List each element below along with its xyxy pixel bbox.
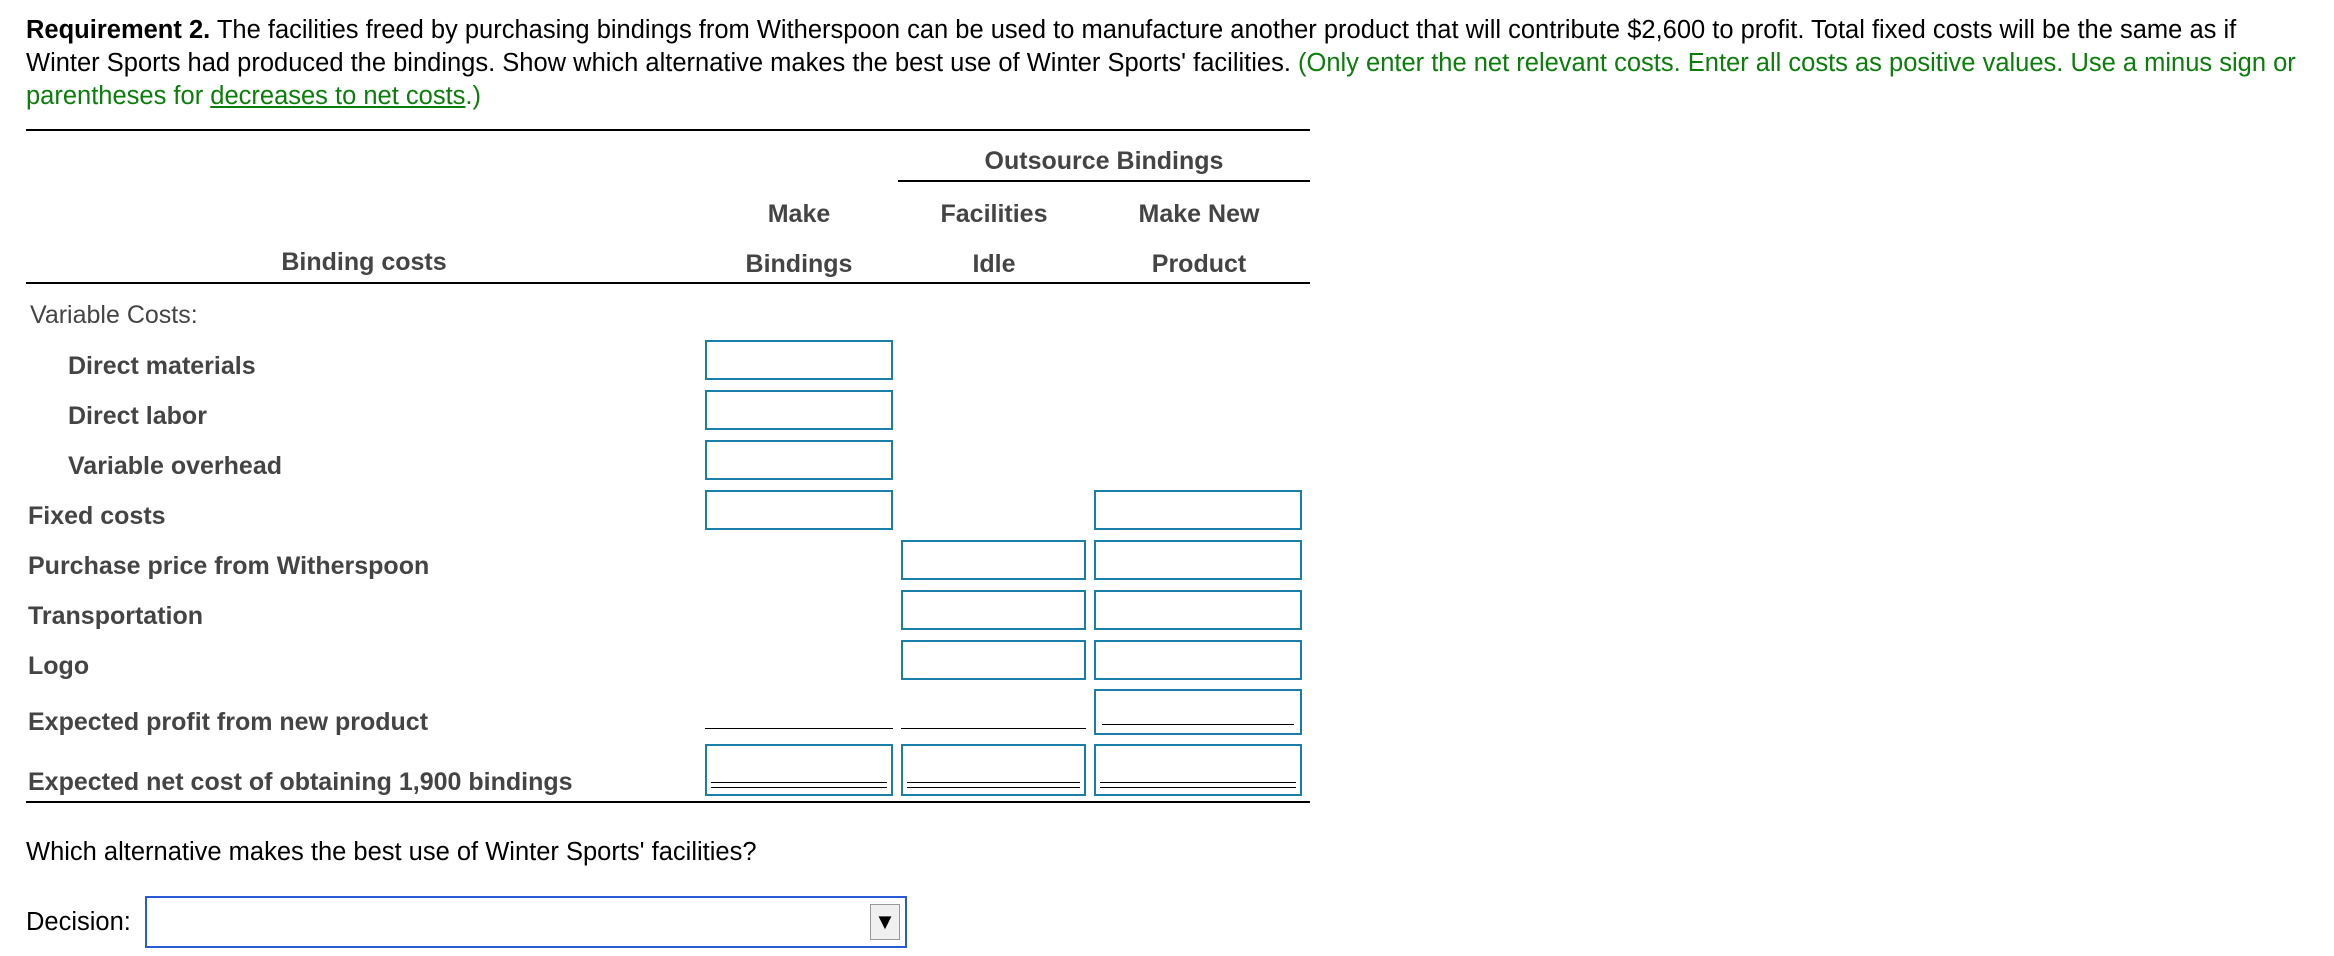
row-logo: Logo bbox=[28, 652, 90, 680]
decision-label: Decision: bbox=[26, 908, 131, 936]
row-direct-materials: Direct materials bbox=[68, 352, 256, 380]
input-new-transportation[interactable] bbox=[1094, 590, 1302, 630]
col-new-line2: Product bbox=[1151, 250, 1247, 278]
instruction-pre: (Only enter the net relevant costs. Ente… bbox=[26, 49, 2296, 110]
decision-question: Which alternative makes the best use of … bbox=[26, 838, 757, 866]
row-fixed-costs: Fixed costs bbox=[28, 502, 166, 530]
group-header-outsource: Outsource Bindings bbox=[984, 147, 1224, 175]
col-new-line1: Make New bbox=[1138, 200, 1260, 228]
row-expected-net-cost: Expected net cost of obtaining 1,900 bin… bbox=[28, 768, 573, 796]
col-make-line2: Bindings bbox=[745, 250, 853, 278]
input-make-net-cost[interactable] bbox=[705, 744, 893, 796]
row-expected-profit: Expected profit from new product bbox=[28, 708, 429, 736]
input-new-fixed-costs[interactable] bbox=[1094, 490, 1302, 530]
dropdown-arrow-icon[interactable]: ▼ bbox=[870, 904, 900, 940]
double-underline-make-net-cost bbox=[711, 782, 887, 788]
input-idle-net-cost[interactable] bbox=[901, 744, 1086, 796]
col-make-line1: Make bbox=[767, 200, 831, 228]
row-variable-overhead: Variable overhead bbox=[68, 452, 283, 480]
double-underline-new-net-cost bbox=[1100, 782, 1296, 788]
input-idle-transportation[interactable] bbox=[901, 590, 1086, 630]
table-bottom-rule bbox=[26, 801, 1310, 803]
header-bottom-rule bbox=[26, 282, 1310, 284]
row-header-binding-costs: Binding costs bbox=[281, 248, 447, 276]
group-header-rule bbox=[898, 180, 1310, 182]
col-idle-line2: Idle bbox=[972, 250, 1016, 278]
instruction-post: .) bbox=[465, 82, 481, 110]
input-new-logo[interactable] bbox=[1094, 640, 1302, 680]
row-direct-labor: Direct labor bbox=[68, 402, 207, 430]
instruction-text: (Only enter the net relevant costs. Ente… bbox=[26, 49, 2296, 110]
instruction-link[interactable]: decreases to net costs bbox=[210, 82, 466, 110]
requirement-heading: Requirement 2. bbox=[26, 16, 211, 44]
underline-new-expected-profit bbox=[1102, 724, 1294, 725]
input-make-direct-labor[interactable] bbox=[705, 390, 893, 430]
requirement-body: The facilities freed by purchasing bindi… bbox=[26, 16, 2237, 77]
requirement-text: Requirement 2. The facilities freed by p… bbox=[26, 14, 2316, 113]
double-underline-idle-net-cost bbox=[907, 782, 1080, 788]
row-purchase-price: Purchase price from Witherspoon bbox=[28, 552, 430, 580]
decision-select[interactable]: ▼ bbox=[145, 896, 907, 948]
underline-idle-expected-profit bbox=[901, 728, 1086, 729]
input-idle-purchase-price[interactable] bbox=[901, 540, 1086, 580]
input-new-expected-profit[interactable] bbox=[1094, 689, 1302, 735]
input-make-variable-overhead[interactable] bbox=[705, 440, 893, 480]
underline-make-expected-profit bbox=[705, 728, 893, 729]
table-top-rule bbox=[26, 129, 1310, 131]
input-new-net-cost[interactable] bbox=[1094, 744, 1302, 796]
input-idle-logo[interactable] bbox=[901, 640, 1086, 680]
input-make-direct-materials[interactable] bbox=[705, 340, 893, 380]
input-new-purchase-price[interactable] bbox=[1094, 540, 1302, 580]
row-variable-costs: Variable Costs: bbox=[30, 301, 198, 329]
row-transportation: Transportation bbox=[28, 602, 204, 630]
col-idle-line1: Facilities bbox=[940, 200, 1048, 228]
input-make-fixed-costs[interactable] bbox=[705, 490, 893, 530]
